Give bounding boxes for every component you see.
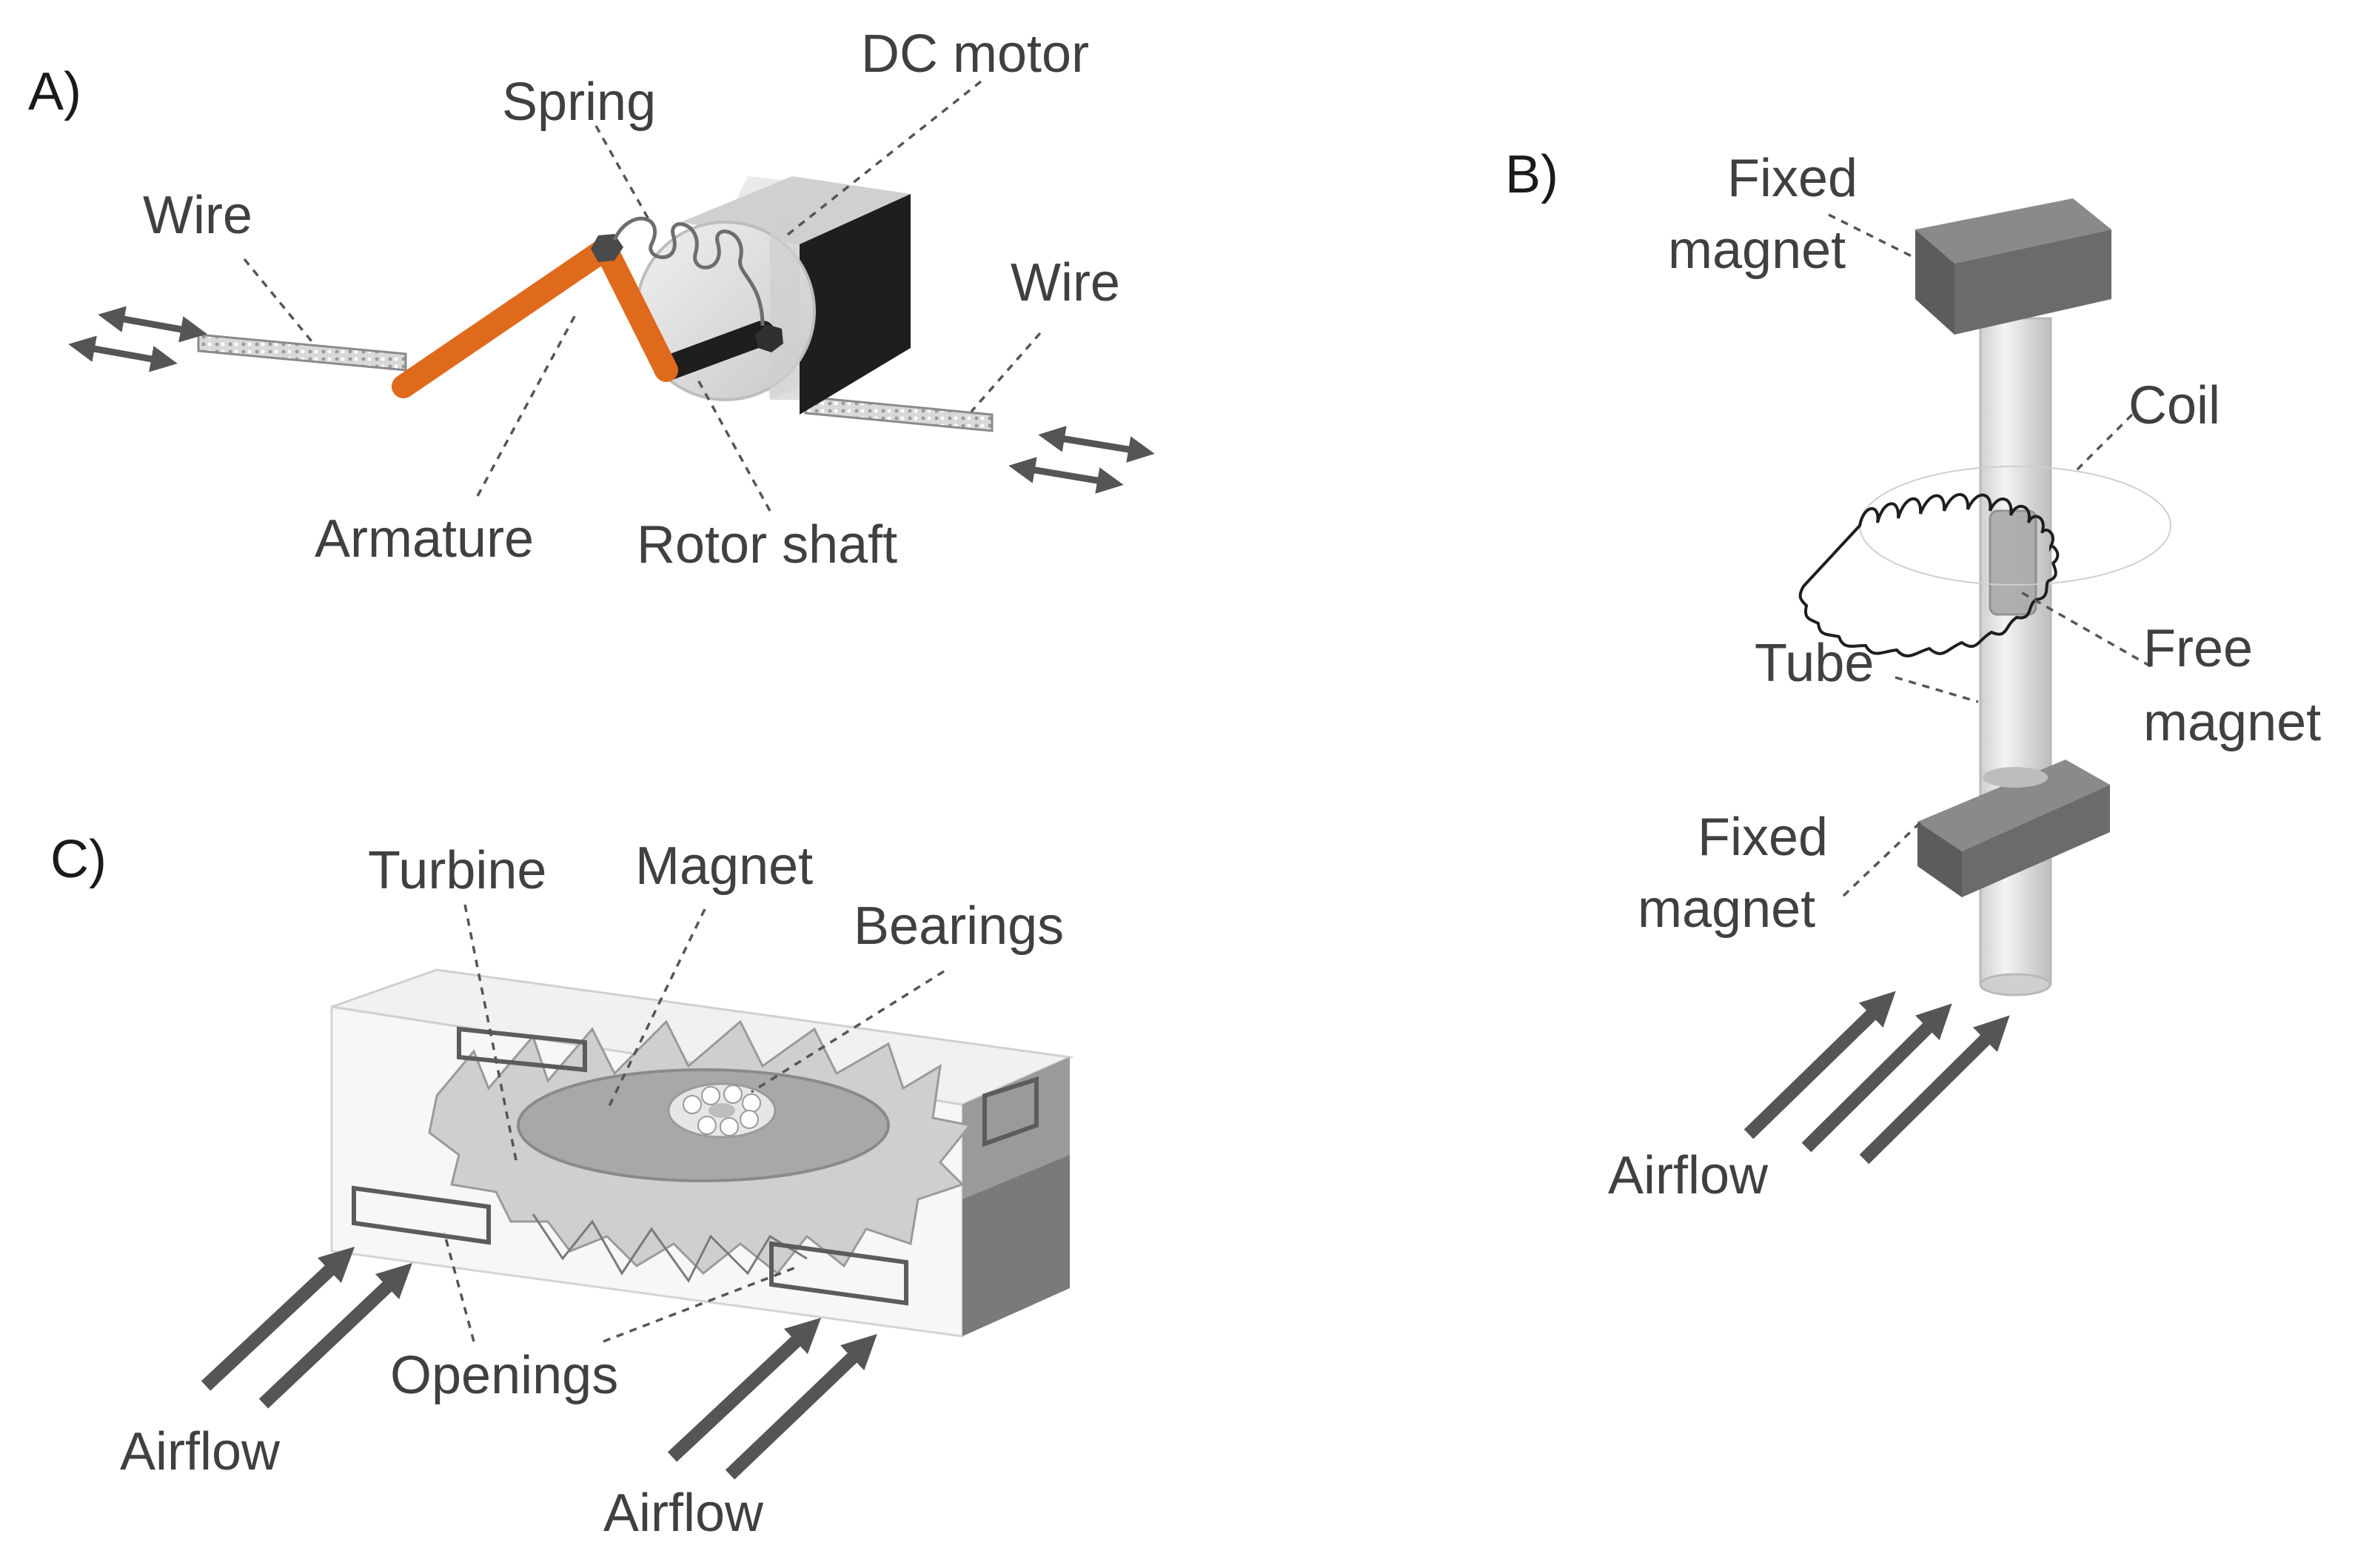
fixed-magnet-bottom	[1917, 760, 2110, 897]
label-airflow-c-right: Airflow	[603, 1484, 764, 1543]
panel-b-label: B)	[1505, 145, 1558, 204]
free-magnet	[1989, 509, 2037, 616]
spring-coil	[612, 216, 765, 326]
wire-right-strip	[804, 395, 994, 432]
armature	[392, 234, 678, 398]
label-airflow-c-left: Airflow	[120, 1422, 281, 1481]
airflow-arrow-c-left-2	[258, 1262, 413, 1409]
label-fixed-magnet-bottom-line2: magnet	[1638, 880, 1815, 939]
leader-wire-right	[970, 332, 1042, 413]
motion-arrow-left-1	[98, 306, 207, 343]
label-dc-motor: DC motor	[861, 24, 1089, 84]
tube	[1979, 317, 2052, 996]
label-bearings: Bearings	[854, 897, 1064, 956]
leader-bearings	[751, 970, 945, 1093]
leader-openings-right	[603, 1266, 797, 1343]
panel-a-label: A)	[28, 62, 81, 121]
leader-coil	[2071, 413, 2134, 475]
label-tube: Tube	[1755, 634, 1874, 693]
label-fixed-magnet-bottom-line1: Fixed	[1698, 808, 1828, 867]
airflow-arrow-c-right-1	[667, 1318, 822, 1462]
label-fixed-magnet-top-line1: Fixed	[1727, 149, 1857, 208]
motion-arrow-left-2	[68, 335, 178, 372]
panel-a: A)	[28, 24, 1155, 574]
label-turbine: Turbine	[368, 841, 546, 900]
leader-fixed-magnet-top	[1828, 213, 1918, 261]
airflow-arrow-b-3	[1859, 1015, 2010, 1165]
leader-turbine	[463, 904, 518, 1165]
panel-b: B)	[1505, 145, 2321, 1205]
leader-wire-left	[243, 258, 316, 346]
fixed-magnet-top	[1915, 198, 2111, 335]
label-armature: Armature	[315, 509, 534, 569]
wire-left-strip	[197, 333, 407, 372]
opening-side-right	[982, 1076, 1039, 1147]
label-wire-right: Wire	[1011, 253, 1120, 312]
label-free-magnet-line2: magnet	[2143, 693, 2321, 752]
motion-arrow-right-1	[1038, 426, 1155, 463]
dc-motor	[635, 176, 911, 415]
airflow-arrow-b-2	[1801, 1003, 1952, 1153]
openings	[352, 1026, 1039, 1306]
label-free-magnet-line1: Free	[2143, 619, 2253, 678]
opening-front-left	[352, 1185, 491, 1245]
leader-openings-left	[443, 1232, 475, 1342]
airflow-arrow-b-1	[1743, 991, 1896, 1139]
opening-top-left	[457, 1026, 587, 1073]
leader-spring	[594, 125, 650, 220]
airflow-arrow-c-left-1	[201, 1247, 355, 1391]
label-magnet: Magnet	[635, 837, 813, 896]
airflow-arrow-c-right-2	[725, 1333, 877, 1480]
panel-c-label: C)	[50, 830, 107, 889]
label-wire-left: Wire	[143, 186, 252, 245]
label-rotor-shaft: Rotor shaft	[637, 515, 897, 574]
label-spring: Spring	[502, 73, 656, 132]
leader-armature	[476, 310, 579, 497]
leader-free-magnet	[2020, 591, 2151, 668]
panel-c: C)	[50, 830, 1074, 1543]
label-coil: Coil	[2128, 376, 2220, 435]
label-openings: Openings	[390, 1346, 618, 1405]
leader-tube	[1895, 676, 1979, 703]
leader-magnet	[606, 908, 706, 1111]
label-airflow-b: Airflow	[1608, 1146, 1769, 1205]
motion-arrow-right-2	[1008, 457, 1124, 494]
bearings	[667, 1082, 777, 1139]
rotor-shaft	[654, 321, 783, 381]
coil	[1798, 466, 2171, 657]
opening-front-right	[769, 1241, 908, 1306]
label-fixed-magnet-top-line2: magnet	[1668, 221, 1846, 280]
leader-fixed-magnet-bottom	[1842, 820, 1923, 897]
leader-rotor-shaft	[694, 375, 771, 512]
